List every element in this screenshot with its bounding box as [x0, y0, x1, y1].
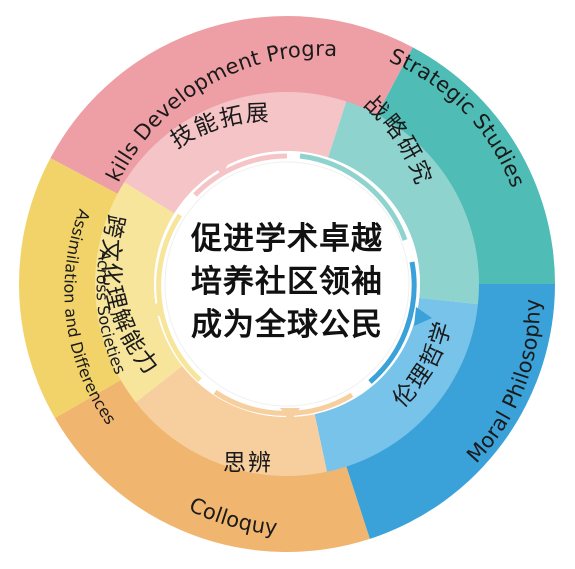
segment-colloquy-outer — [54, 379, 370, 552]
center-circle — [154, 151, 420, 417]
segment-skills-outer — [50, 15, 413, 195]
hub-rim-skills — [193, 153, 288, 197]
inner-ring — [95, 91, 480, 476]
hub-notch-left — [148, 300, 164, 318]
segment-skills-inner — [124, 91, 347, 214]
center-line-3: 成为全球公民 — [191, 307, 383, 343]
segment-strategic-inner — [328, 101, 480, 305]
segment-assimilation-outer — [18, 158, 123, 418]
hub-rim-colloquy — [213, 389, 354, 416]
hub-notch-top — [213, 160, 230, 176]
hub-notch-right — [382, 178, 398, 196]
hub-notch-moral — [414, 307, 432, 326]
center-line-2: 培养社区领袖 — [191, 264, 383, 300]
hub-notch-bottom — [280, 408, 300, 422]
segment-moral-inner — [314, 297, 478, 472]
center-hub: 促进学术卓越 培养社区领袖 成为全球公民 — [148, 151, 432, 422]
inner-label-colloquy: 思辨 — [223, 450, 273, 476]
center-inner-ring — [164, 161, 410, 407]
segment-assimilation-inner — [95, 182, 183, 403]
segment-moral-outer — [345, 284, 555, 539]
outer-ring — [18, 15, 555, 552]
hub-rim-strategic — [299, 153, 408, 241]
center-line-1: 促进学术卓越 — [190, 221, 383, 257]
segment-colloquy-inner — [135, 365, 327, 476]
hub-rim-moral — [368, 261, 417, 384]
segment-strategic-outer — [376, 47, 555, 285]
